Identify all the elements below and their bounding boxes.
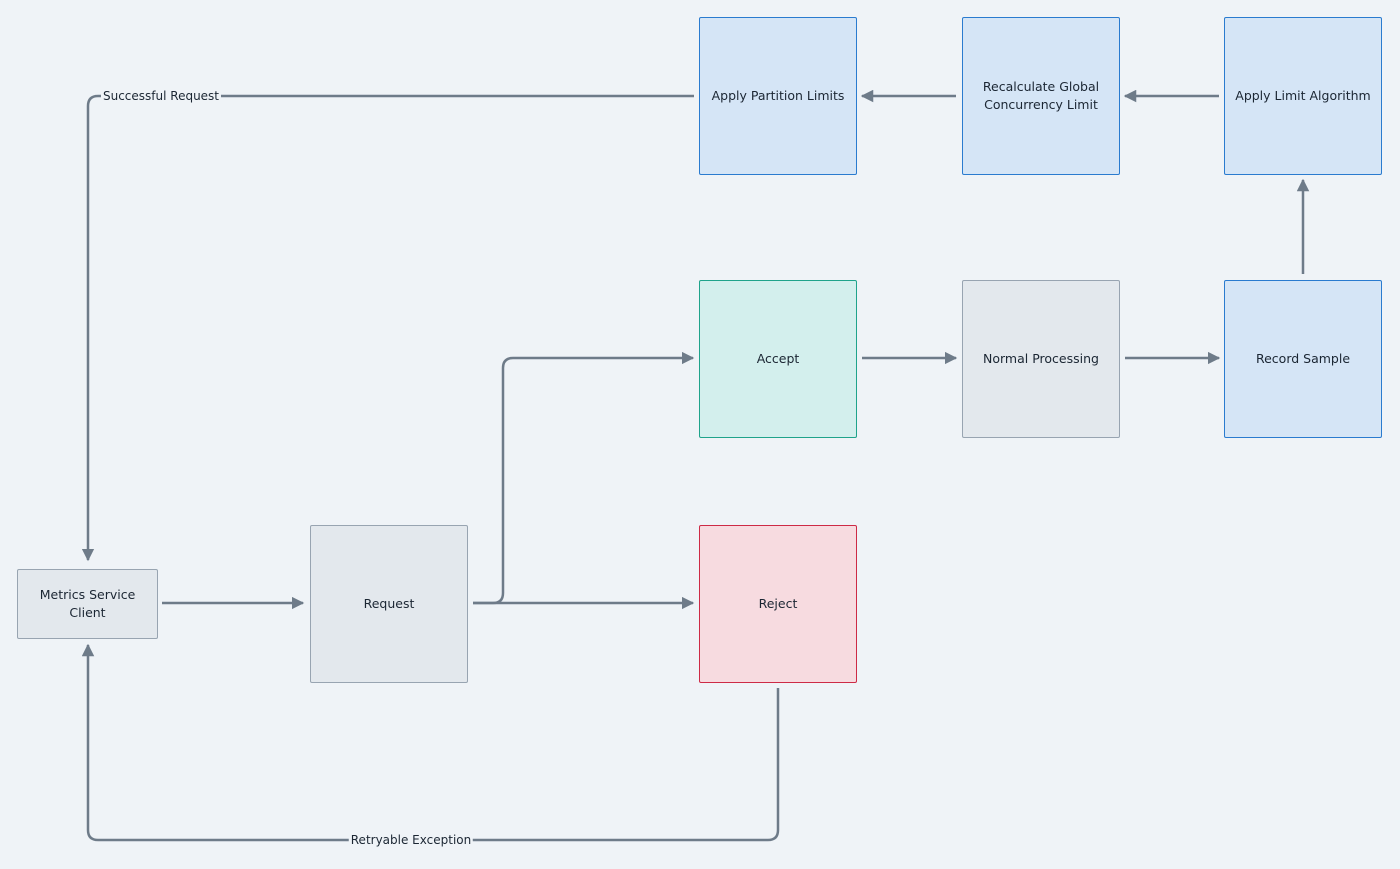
node-accept: Accept (699, 280, 857, 438)
node-apply-partition-limits-label: Apply Partition Limits (711, 88, 845, 103)
node-apply-limit-algorithm-label: Apply Limit Algorithm (1235, 88, 1371, 103)
node-reject: Reject (699, 525, 857, 683)
edge-partition-to-client (81, 94, 694, 562)
edge-label-successful-request: Successful Request (100, 89, 222, 103)
node-normal-processing-label: Normal Processing (983, 351, 1099, 366)
node-record-sample: Record Sample (1224, 280, 1382, 438)
node-accept-label: Accept (756, 351, 800, 366)
edge-label-retryable-exception: Retryable Exception (348, 833, 474, 847)
node-reject-label: Reject (758, 596, 798, 611)
node-apply-limit-algorithm: Apply Limit Algorithm (1224, 17, 1382, 175)
node-request: Request (310, 525, 468, 683)
node-metrics-service-client: Metrics Service Client (17, 569, 158, 639)
node-normal-processing: Normal Processing (962, 280, 1120, 438)
node-record-sample-label: Record Sample (1255, 351, 1351, 366)
node-recalculate-global-label: Recalculate Global Concurrency Limit (982, 79, 1100, 112)
node-recalculate-global-concurrency-limit: Recalculate Global Concurrency Limit (962, 17, 1120, 175)
node-apply-partition-limits: Apply Partition Limits (699, 17, 857, 175)
node-request-label: Request (363, 596, 415, 611)
node-metrics-service-client-label: Metrics Service Client (39, 587, 136, 620)
edge-request-to-accept (473, 351, 695, 605)
